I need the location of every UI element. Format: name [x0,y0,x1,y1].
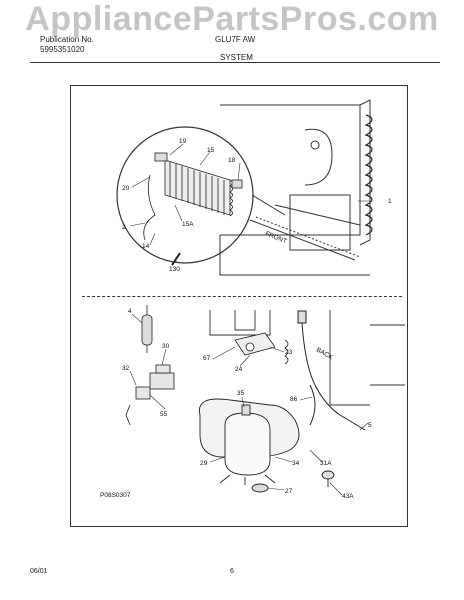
callout-29: 29 [200,460,208,467]
callout-2: 2 [122,224,126,231]
callout-34: 34 [292,460,300,467]
coil-tubing [364,114,373,236]
callout-1: 1 [388,198,392,205]
callout-24: 24 [235,366,243,373]
callout-86: 86 [290,396,298,403]
figure-code: P08S0307 [100,492,131,499]
callout-18: 18 [228,157,236,164]
back-label: BACK [315,347,335,362]
watermark: AppliancePartsPros.com [25,0,439,38]
detail-leader [251,194,286,216]
detail-circle [116,126,254,264]
callout-20: 20 [122,185,130,192]
diagram-frame [70,85,408,527]
wiring [297,310,366,431]
drier [141,305,153,353]
cabinet-back [209,310,405,406]
callout-27: 27 [285,488,293,495]
section-divider [82,296,402,297]
callout-14: 14 [142,243,150,250]
section-title: SYSTEM [220,53,253,62]
publication-label: Publication No. [40,35,94,44]
callout-5: 5 [368,422,372,429]
header-rule [30,62,440,63]
callout-15A: 15A [182,221,194,228]
callout-31A: 31A [320,460,332,467]
callout-4: 4 [128,308,132,315]
upper-leaders [129,143,370,263]
model-number: GLU7F AW [215,35,256,44]
lower-leaders [129,313,369,496]
callout-35: 35 [237,390,245,397]
callout-67: 67 [203,355,211,362]
relay-and-overload [125,364,175,426]
bracket-assembly [234,332,289,365]
callout-23: 23 [285,349,293,356]
callout-30: 30 [162,343,170,350]
footer-date: 06/01 [30,568,48,575]
footer-page-number: 6 [230,568,234,575]
callout-43A: 43A [342,493,354,500]
callout-19: 19 [179,138,187,145]
callout-15: 15 [207,147,215,154]
callout-32: 32 [122,365,130,372]
callout-55: 55 [160,411,168,418]
exploded-parts-diagram: 19 15 18 20 1 2 15A 14 130 FRONT [100,99,405,500]
cabinet-drawing [219,99,371,276]
compressor [198,398,335,493]
callout-130: 130 [169,266,180,273]
publication-number: 5995351020 [40,45,85,54]
